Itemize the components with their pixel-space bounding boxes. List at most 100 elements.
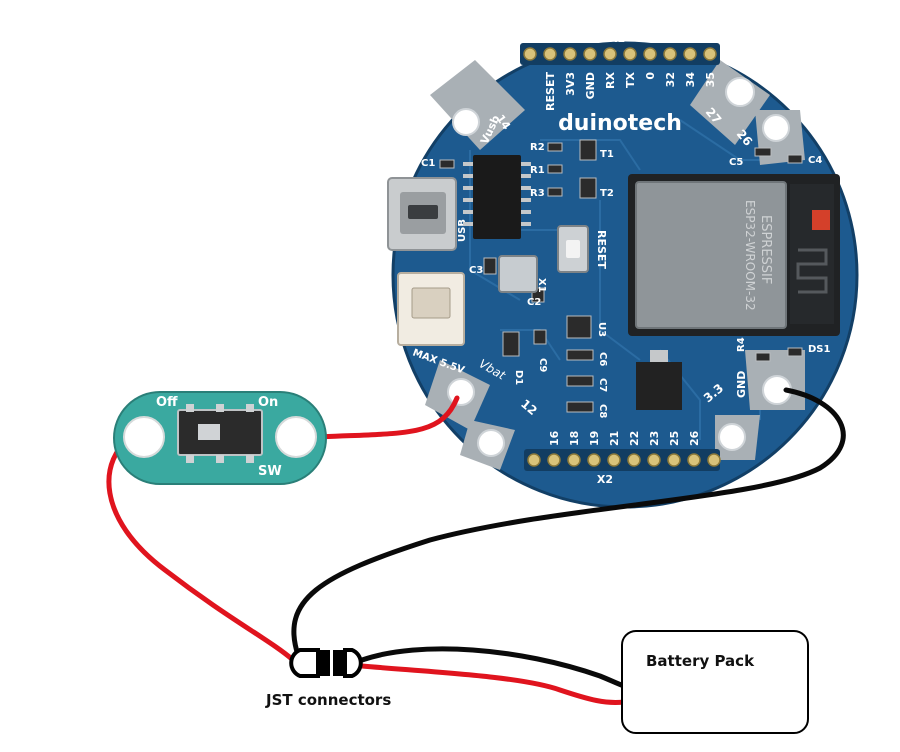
mounting-holes [447, 77, 792, 457]
top-header-pin-label: TX [624, 71, 637, 88]
label-c8: C8 [597, 404, 608, 418]
bottom-header-pin-pad [647, 453, 661, 467]
switch-sw-label: SW [258, 464, 282, 479]
smd-parts [439, 139, 803, 413]
top-header-pin-pad [563, 47, 577, 61]
label-r3: R3 [530, 188, 545, 199]
label-c9: C9 [537, 358, 548, 372]
bottom-header-pin-pad [687, 453, 701, 467]
bottom-header-pin-label: 25 [668, 431, 681, 446]
battery-pack-box [621, 630, 809, 734]
top-header-pin-label: 3V3 [564, 72, 577, 96]
label-c2: C2 [527, 297, 541, 308]
bottom-header-pin-label: 23 [648, 431, 661, 446]
top-header-pin-pad [643, 47, 657, 61]
red-wire-jst-to-battery [359, 663, 627, 705]
top-header-pin-pad [543, 47, 557, 61]
switch-off-label: Off [156, 395, 178, 410]
bottom-header-pin-label: 22 [628, 431, 641, 446]
bottom-header [524, 449, 721, 471]
usb-label: USB [457, 219, 468, 242]
bottom-header-pin-pad [587, 453, 601, 467]
label-u3: U3 [596, 322, 607, 337]
top-header-pin-label: RX [604, 71, 617, 88]
top-header-pin-pad [683, 47, 697, 61]
bottom-header-pin-pad [527, 453, 541, 467]
crystal [498, 255, 538, 293]
reset-button [557, 225, 589, 273]
label-c3: C3 [469, 265, 483, 276]
label-t2: T2 [600, 188, 614, 199]
module-brand: ESPRESSIF [758, 215, 773, 284]
bottom-header-pin-label: 18 [568, 431, 581, 446]
bottom-header-pin-label: 19 [588, 431, 601, 446]
jst-plug-left-body [318, 650, 330, 676]
label-c4: C4 [808, 155, 822, 166]
label-r1: R1 [530, 165, 545, 176]
top-header-pin-pad [663, 47, 677, 61]
label-r2: R2 [530, 142, 545, 153]
bottom-header-pin-pad [667, 453, 681, 467]
top-header-pin-pad [603, 47, 617, 61]
label-t1: T1 [600, 149, 614, 160]
battery-pack-label: Battery Pack [646, 652, 755, 670]
jst-plug-right-body [333, 650, 345, 676]
red-wire-switch-to-jst [106, 431, 296, 663]
bottom-header-pin-pad [707, 453, 721, 467]
black-wire-board-to-jst [291, 387, 846, 658]
top-header-pin-pad [623, 47, 637, 61]
red-wire-board-to-switch [297, 395, 460, 441]
slide-switch: Off On SW [113, 391, 327, 485]
top-header-pin-label: RESET [544, 72, 557, 111]
label-c1: C1 [421, 158, 435, 169]
top-header-pin-label: GND [584, 72, 597, 99]
esp32-module [628, 174, 840, 336]
top-header [520, 43, 720, 65]
top-header-pin-pad [523, 47, 537, 61]
switch-hole-left [123, 416, 165, 458]
switch-actuator [198, 424, 220, 440]
top-header-pin-pad [583, 47, 597, 61]
usb-serial-chip [463, 155, 531, 239]
label-reset: RESET [595, 230, 608, 269]
bottom-header-pin-label: 26 [688, 430, 701, 446]
jst-plug-left [289, 648, 320, 678]
black-wire-jst-to-battery [359, 646, 627, 689]
wires [106, 387, 846, 705]
label-x1: X1 [536, 278, 547, 293]
jst-connectors-label: JST connectors [265, 691, 391, 709]
switch-hole-right [275, 416, 317, 458]
label-c6: C6 [597, 352, 608, 366]
top-header-pin-pad [703, 47, 717, 61]
top-header-pin-label: 0 [644, 72, 657, 80]
bottom-header-pin-pad [567, 453, 581, 467]
top-header-pin-label: 35 [704, 72, 717, 87]
label-r4: R4 [736, 337, 747, 352]
top-pin-labels: RESET 3V3 GND RX TX 0 32 34 35 [544, 71, 717, 110]
jst-connectors [289, 648, 363, 678]
header-x1-label: X1 [609, 32, 625, 45]
top-header-pin-label: 34 [684, 72, 697, 88]
label-c5: C5 [729, 157, 743, 168]
voltage-regulator [636, 350, 682, 410]
brand-logo: duinotech [558, 111, 682, 136]
label-c7: C7 [597, 378, 608, 392]
bottom-header-pin-pad [607, 453, 621, 467]
switch-on-label: On [258, 395, 278, 410]
micro-usb-port [387, 177, 457, 251]
bottom-header-pin-label: 16 [548, 430, 561, 446]
bottom-header-pin-label: 21 [608, 431, 621, 446]
label-d1: D1 [513, 370, 524, 385]
top-header-pin-label: 32 [664, 72, 677, 87]
header-x2-label: X2 [597, 473, 613, 486]
pad-label-gnd: GND [735, 371, 748, 398]
bottom-header-pin-pad [547, 453, 561, 467]
jst-socket [397, 272, 465, 346]
bottom-pin-labels: 16 18 19 21 22 23 25 26 [548, 430, 701, 446]
jst-plug-right [343, 648, 363, 678]
module-model: ESP32-WROOM-32 [743, 200, 757, 311]
label-ds1: DS1 [808, 344, 831, 355]
